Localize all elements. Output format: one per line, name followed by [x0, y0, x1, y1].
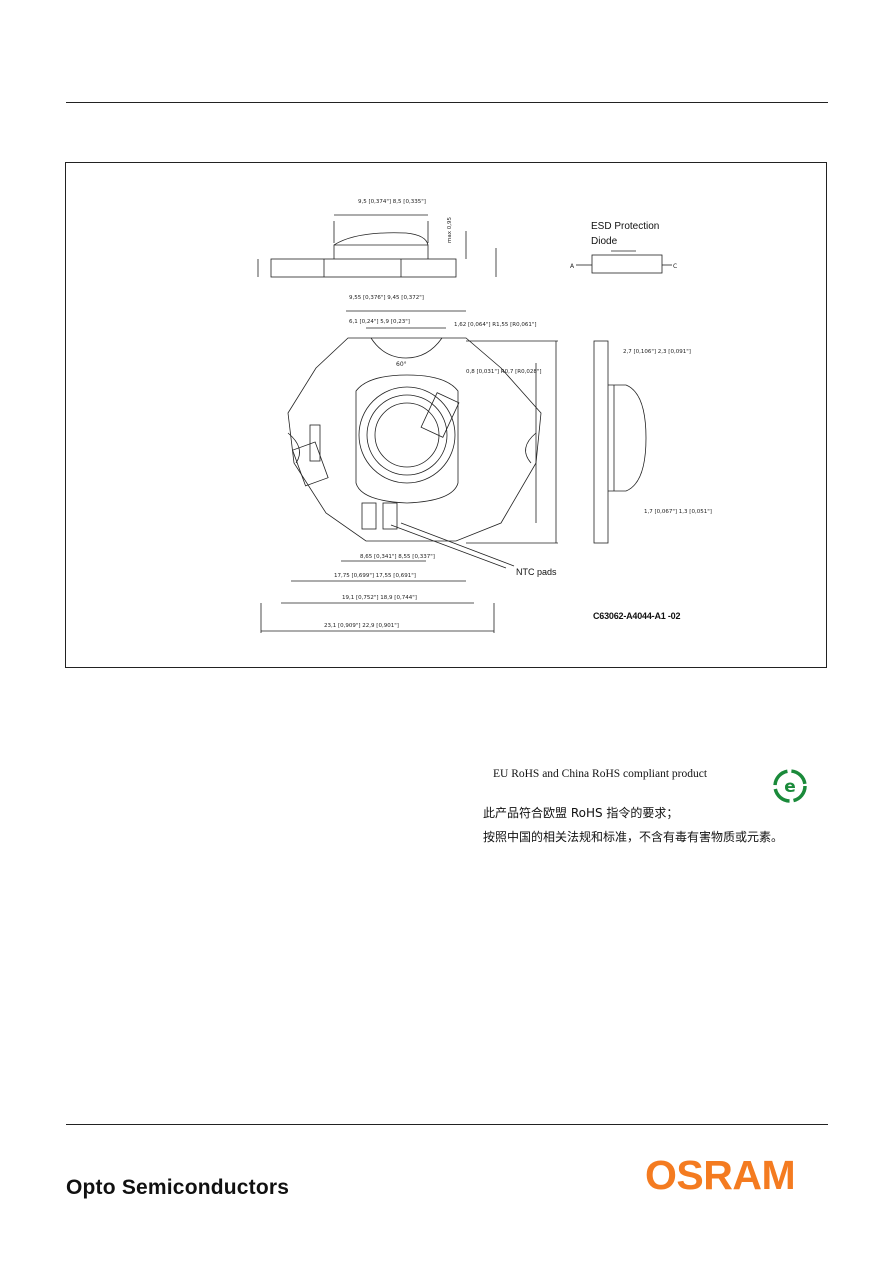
rohs-statement-cn-1: 此产品符合欧盟 RoHS 指令的要求； [483, 806, 679, 820]
rohs-icon-letter: e [784, 777, 796, 797]
esd-title: ESD Protection [591, 221, 660, 232]
dim-max-height: max 0,95 [447, 217, 453, 243]
dim-radius-08: 0,8 [0,031"] R0,7 [R0,028"] [466, 369, 542, 375]
dim-top-width: 9,5 [0,374"] 8,5 [0,335"] [358, 199, 426, 205]
dim-width-61: 6,1 [0,24"] 5,9 [0,23"] [349, 319, 410, 325]
lens-outer-ring [358, 386, 456, 484]
anode-label: A [570, 263, 575, 270]
cathode-label: C [673, 263, 677, 270]
rohs-compliance-icon: e [772, 768, 808, 809]
footer-rule [66, 1124, 828, 1125]
header-rule [66, 102, 828, 103]
dim-bottom-231: 23,1 [0,909"] 22,9 [0,901"] [324, 623, 399, 629]
esd-protection-label: ESD Protection Diode [591, 219, 659, 249]
package-outline-drawing: 9,5 [0,374"] 8,5 [0,335"] max 0,95 9,55 … [65, 162, 827, 668]
ntc-pads-label: NTC pads [516, 567, 557, 577]
right-side-view [593, 340, 609, 544]
dim-angle: 60° [396, 361, 407, 368]
technical-drawing: 9,5 [0,374"] 8,5 [0,335"] max 0,95 9,55 … [257, 199, 712, 633]
dim-bottom-191: 19,1 [0,752"] 18,9 [0,744"] [342, 595, 417, 601]
footer-division-name: Opto Semiconductors [66, 1176, 290, 1199]
side-view-base [270, 258, 457, 278]
dim-bottom-1775: 17,75 [0,699"] 17,55 [0,691"] [334, 573, 416, 579]
rohs-statement-cn-2: 按照中国的相关法规和标准，不含有毒有害物质或元素。 [483, 830, 784, 844]
side-view-dome [333, 232, 429, 259]
star-board-outline [287, 337, 542, 542]
dim-side-17: 1,7 [0,067"] 1,3 [0,051"] [644, 509, 712, 515]
dim-radius-162: 1,62 [0,064"] R1,55 [R0,061"] [454, 322, 537, 328]
drawing-code: C63062-A4044-A1 -02 [593, 611, 681, 621]
rohs-statement-en: EU RoHS and China RoHS compliant product [493, 768, 708, 780]
lens-inner [374, 402, 440, 468]
dim-bottom-865: 8,65 [0,341"] 8,55 [0,337"] [360, 554, 435, 560]
osram-logo: OSRAM [645, 1152, 796, 1198]
dim-width-955: 9,55 [0,376"] 9,45 [0,372"] [349, 295, 424, 301]
esd-subtitle: Diode [591, 236, 618, 247]
dim-side-27: 2,7 [0,106"] 2,3 [0,091"] [623, 349, 691, 355]
